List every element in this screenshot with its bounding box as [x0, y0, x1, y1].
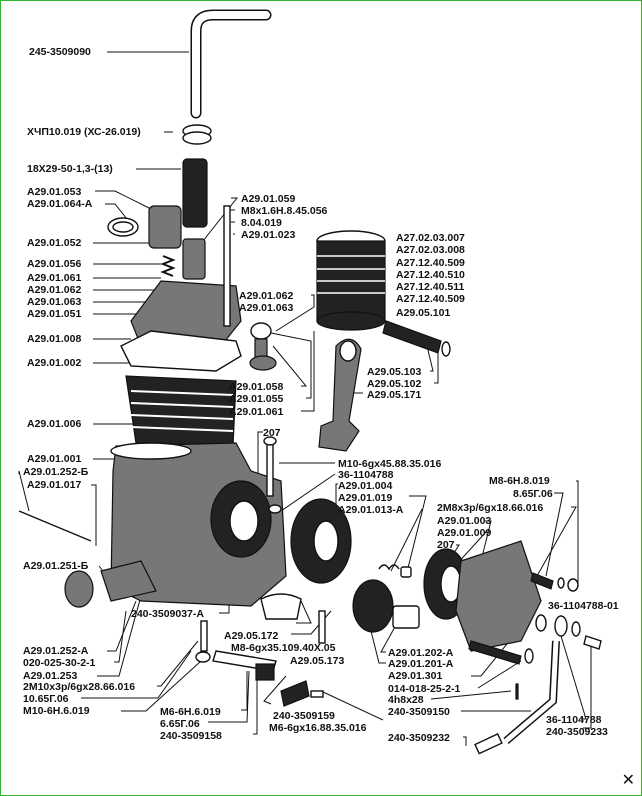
air-pipe — [190, 9, 272, 119]
part-label: 207 — [437, 539, 455, 551]
valve-assembly — [249, 322, 277, 371]
part-label: 240-3509037-A — [131, 608, 204, 620]
part-label: 240-3509232 — [388, 732, 450, 744]
bottom-small-parts — [195, 593, 326, 707]
part-label: A29.01.009 — [437, 527, 492, 539]
part-label: 36-1104788 — [338, 469, 394, 481]
part-label: 240-3509233 — [546, 726, 608, 738]
spring-and-nut — [378, 564, 412, 578]
part-label: 240-3509158 — [160, 730, 222, 742]
part-label: A29.01.001 — [27, 453, 82, 465]
part-label: 8.65Г.06 — [513, 488, 553, 500]
part-label: M10-6gx45.88.35.016 — [338, 458, 442, 470]
rear-cover — [455, 540, 542, 652]
part-label: A27.12.40.510 — [396, 269, 465, 281]
part-label: A27.02.03.007 — [396, 232, 465, 244]
part-label: A29.01.013-A — [338, 504, 404, 516]
part-label: A29.05.173 — [290, 655, 345, 667]
part-label: M8x1.6H.8.45.056 — [241, 205, 328, 217]
part-label: A29.01.006 — [27, 418, 82, 430]
part-label: A29.01.056 — [27, 258, 82, 270]
wrench-screwdriver-icon: ✕ — [621, 770, 635, 789]
cover-stud-nut — [530, 572, 579, 592]
part-label: A29.01.055 — [229, 393, 284, 405]
part-label: 2M10x3p/6gx28.66.016 — [23, 681, 136, 693]
part-label: ХЧП10.019 (ХС-26.019) — [27, 126, 141, 138]
part-label: A29.01.053 — [27, 186, 82, 198]
cylinder — [125, 375, 237, 447]
part-label: A29.05.103 — [367, 366, 422, 378]
part-label: A29.01.061 — [229, 406, 284, 418]
part-label: A29.01.052 — [27, 237, 82, 249]
head-stud — [223, 205, 231, 327]
part-label: A29.05.172 — [224, 630, 279, 642]
hose-clamp — [182, 124, 212, 145]
part-label: A29.01.051 — [27, 308, 82, 320]
part-label: A29.01.004 — [338, 480, 393, 492]
part-label: A29.01.002 — [27, 357, 82, 369]
leader-lines — [18, 51, 592, 746]
piston-pin — [382, 320, 451, 357]
part-label: A29.01.301 — [388, 670, 443, 682]
part-label: 014-018-25-2-1 — [388, 683, 461, 695]
part-label: A29.01.063 — [27, 296, 82, 308]
part-label: A29.01.062 — [239, 290, 294, 302]
intake-fitting — [107, 205, 182, 249]
part-label: 4h8x28 — [388, 694, 424, 706]
bolt-207 — [263, 436, 282, 514]
valve-spring — [160, 255, 176, 277]
part-label: M6-6gx16.88.35.016 — [269, 722, 367, 734]
cylinder-head — [120, 238, 242, 372]
drive-coupling — [18, 510, 157, 608]
part-label: A29.01.252-Б — [23, 466, 89, 478]
part-label: A29.01.201-A — [388, 658, 454, 670]
part-label: A29.01.062 — [27, 284, 82, 296]
part-label: M10-6H.6.019 — [23, 705, 90, 717]
part-label: 36-1104788-01 — [548, 600, 619, 612]
part-label: A27.12.40.509 — [396, 257, 465, 269]
part-label: A27.02.03.008 — [396, 244, 465, 256]
part-label: 36-1104788 — [546, 714, 602, 726]
part-label: A29.01.251-Б — [23, 560, 89, 572]
part-label: 020-025-30-2-1 — [23, 657, 96, 669]
part-label: A29.01.061 — [27, 272, 82, 284]
piston — [316, 230, 386, 331]
oil-tube-and-fittings — [392, 605, 602, 755]
part-label: 8.04.019 — [241, 217, 282, 229]
part-label: A29.01.252-A — [23, 645, 89, 657]
part-label: A29.01.017 — [27, 479, 82, 491]
part-label: A29.05.171 — [367, 389, 422, 401]
part-label: A27.12.40.509 — [396, 293, 465, 305]
part-label: 207 — [263, 427, 281, 439]
part-label: A29.01.003 — [437, 515, 492, 527]
part-label: A29.01.063 — [239, 302, 294, 314]
part-label: A29.01.008 — [27, 333, 82, 345]
part-label: 240-3509150 — [388, 706, 450, 718]
part-label: A27.12.40.511 — [396, 281, 465, 293]
part-label: A29.01.058 — [229, 381, 284, 393]
connecting-rod — [318, 338, 362, 452]
part-label: 10.65Г.06 — [23, 693, 69, 705]
part-label: 18Х29-50-1,3-(13) — [27, 163, 113, 175]
part-label: M8-6gx35.109.40X.05 — [231, 642, 336, 654]
crankshaft-gear — [290, 498, 394, 633]
part-label: A29.01.059 — [241, 193, 296, 205]
part-label: A29.01.253 — [23, 670, 78, 682]
crankcase — [110, 442, 287, 607]
part-label: A29.05.101 — [396, 307, 451, 319]
part-label: A29.01.202-A — [388, 647, 454, 659]
part-label: A29.05.102 — [367, 378, 422, 390]
part-label: A29.01.064-A — [27, 198, 93, 210]
part-label: 6.65Г.06 — [160, 718, 200, 730]
part-label: 245-3509090 — [29, 46, 91, 58]
part-label: 2M8x3p/6gx18.66.016 — [437, 502, 544, 514]
part-label: M8-6H.8.019 — [489, 475, 550, 487]
rubber-hose — [182, 158, 208, 228]
part-label: M6-6H.6.019 — [160, 706, 221, 718]
part-label: 240-3509159 — [273, 710, 335, 722]
part-label: A29.01.023 — [241, 229, 296, 241]
part-label: A29.01.019 — [338, 492, 393, 504]
